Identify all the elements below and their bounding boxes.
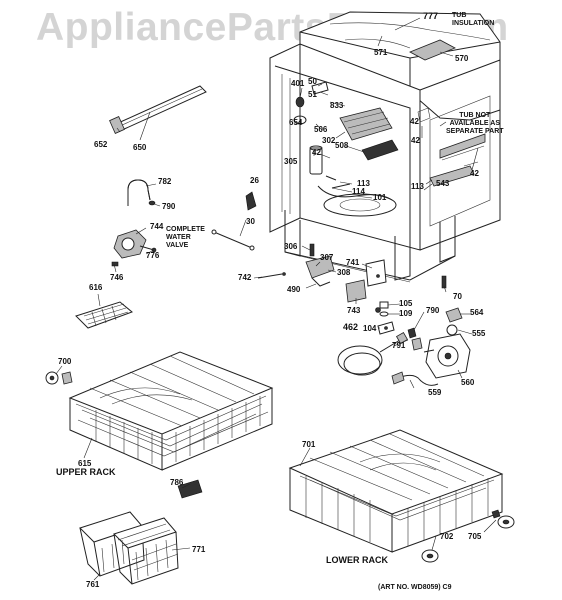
callout-490: 490 <box>287 285 301 294</box>
callout-705: 705 <box>468 532 482 541</box>
callout-702: 702 <box>440 532 454 541</box>
callout-761: 761 <box>86 580 100 589</box>
callout-462: 462 <box>343 322 359 332</box>
callout-570: 570 <box>455 54 469 63</box>
art-number: (ART NO. WD8059) C9 <box>378 584 452 591</box>
callout-114: 114 <box>352 187 365 196</box>
callout-113-a: 113 <box>357 179 370 188</box>
rack-rail-650 <box>109 85 207 134</box>
water-valve-744 <box>111 229 157 267</box>
callout-771: 771 <box>192 545 206 554</box>
silverware-basket-771 <box>79 511 179 585</box>
callout-26: 26 <box>250 176 259 185</box>
callout-564: 564 <box>470 308 484 317</box>
callout-555: 555 <box>472 329 486 338</box>
callout-790-b: 790 <box>426 306 440 315</box>
callout-744: 744 <box>150 222 164 231</box>
callout-650: 650 <box>133 143 147 152</box>
callout-104: 104 <box>363 324 377 333</box>
drain-hose-559 <box>397 374 439 386</box>
basket-616 <box>75 301 133 329</box>
callout-743: 743 <box>347 306 361 315</box>
lower-rack-title: LOWER RACK <box>326 555 388 565</box>
callout-302: 302 <box>322 136 336 145</box>
callout-401: 401 <box>291 79 305 88</box>
tub-assembly <box>269 11 501 283</box>
callout-305: 305 <box>284 157 298 166</box>
power-cord-462 <box>337 331 409 376</box>
note-complete-water-valve: COMPLETE WATER VALVE <box>166 226 205 249</box>
lower-rack-701 <box>288 429 504 553</box>
callout-786: 786 <box>170 478 184 487</box>
callout-615: 615 <box>78 459 92 468</box>
leader-lines <box>55 17 497 581</box>
callout-746: 746 <box>110 273 124 282</box>
clip-786-detail <box>181 483 201 493</box>
upper-rack-title: UPPER RACK <box>56 467 116 477</box>
callout-506: 506 <box>314 125 328 134</box>
callout-790-a: 790 <box>162 202 176 211</box>
link-742 <box>257 273 283 279</box>
note-tub-insulation: TUB INSULATION <box>452 12 495 27</box>
callout-777: 777 <box>423 11 439 21</box>
callout-50: 50 <box>308 77 317 86</box>
callout-70: 70 <box>453 292 462 301</box>
note-tub-not-available: TUB NOT AVAILABLE AS SEPARATE PART <box>446 112 504 135</box>
callout-782: 782 <box>158 177 172 186</box>
upper-rack-615 <box>68 351 274 471</box>
callout-560: 560 <box>461 378 475 387</box>
callout-543: 543 <box>436 179 450 188</box>
callout-308: 308 <box>337 268 351 277</box>
callout-776: 776 <box>146 251 160 260</box>
hardware-104-105-109 <box>377 301 395 335</box>
pump-motor-560 <box>407 307 471 379</box>
callout-791: 791 <box>392 341 406 350</box>
callout-700: 700 <box>58 357 72 366</box>
roller-700 <box>45 371 73 385</box>
callout-571: 571 <box>374 48 388 57</box>
callout-101: 101 <box>373 193 387 202</box>
callout-113-b: 113 <box>411 182 424 191</box>
inlet-hose-782 <box>127 179 156 206</box>
callout-833: 833 <box>330 101 344 110</box>
callout-616: 616 <box>89 283 103 292</box>
callout-307: 307 <box>320 253 334 262</box>
drain-hose-559-end <box>391 371 405 385</box>
callout-741: 741 <box>346 258 360 267</box>
callout-654: 654 <box>289 118 303 127</box>
latch-assembly <box>305 243 387 313</box>
callout-51: 51 <box>308 90 317 99</box>
callout-559: 559 <box>428 388 442 397</box>
callout-508: 508 <box>335 141 349 150</box>
callout-42-a: 42 <box>410 117 419 126</box>
callout-701: 701 <box>302 440 316 449</box>
wheels-702-705 <box>421 509 515 563</box>
callout-105: 105 <box>399 299 413 308</box>
callout-742: 742 <box>238 273 252 282</box>
callout-652: 652 <box>94 140 108 149</box>
callout-42-b: 42 <box>312 148 321 157</box>
door-parts-26-30 <box>211 191 257 251</box>
callout-42-d: 42 <box>470 169 479 178</box>
callout-109: 109 <box>399 309 413 318</box>
screw-70 <box>441 275 447 289</box>
link-742-end <box>282 272 286 276</box>
callout-306: 306 <box>284 242 298 251</box>
callout-30: 30 <box>246 217 255 226</box>
callout-42-c: 42 <box>411 136 420 145</box>
